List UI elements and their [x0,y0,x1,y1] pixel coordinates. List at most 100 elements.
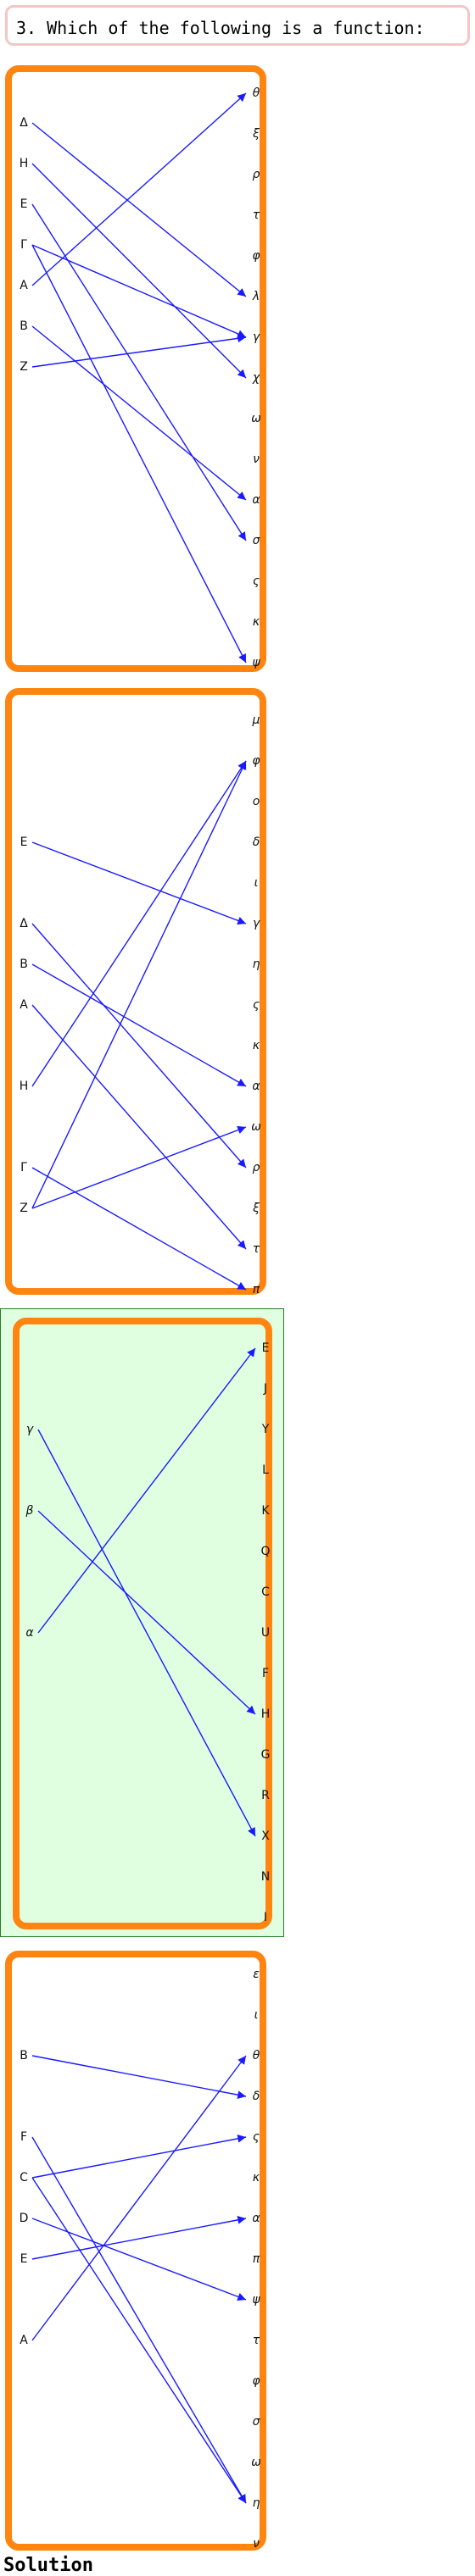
mapping-arrow [31,2055,247,2341]
domain-label: F [20,2130,27,2144]
mapping-arrow [31,841,247,925]
mapping-arrow [31,244,247,663]
domain-label: A [20,279,28,292]
mapping-arrow [31,244,247,338]
codomain-label: ι [254,876,259,890]
codomain-label: I [264,1911,267,1924]
codomain-label: ν [253,452,260,466]
mapping-arrow [31,760,247,1087]
mapping-arrow [31,334,247,368]
codomain-label: H [261,1707,271,1721]
codomain-label: ψ [252,656,260,669]
codomain-label: κ [253,1039,260,1052]
codomain-label: R [261,1789,270,1802]
codomain-label: ω [251,2456,261,2469]
mapping-arrow [31,963,247,1087]
domain-label: A [20,2334,28,2347]
codomain-label: α [252,2212,260,2225]
codomain-label: ξ [252,127,260,141]
codomain-label: ς [253,575,260,588]
codomain-label: ι [254,2008,259,2022]
codomain-label: K [261,1504,270,1518]
mapping-arrow [31,1125,247,1209]
codomain-label: U [261,1626,270,1640]
mapping-arrow [31,325,247,501]
mapping-arrow [31,760,247,1209]
codomain-label: τ [253,2334,260,2347]
domain-label: B [20,2049,28,2062]
codomain-label: χ [252,371,260,385]
domain-label: D [20,2212,29,2225]
domain-label: Δ [20,116,28,130]
domain-label: H [20,1080,29,1093]
domain-label: Δ [20,917,28,930]
question-text: 3. Which of the following is a function: [16,18,425,38]
codomain-label: η [253,2496,260,2510]
mapping-arrow [37,1510,256,1715]
mapping-arrow [31,2136,247,2504]
codomain-label: ω [251,1120,261,1134]
codomain-label: X [261,1829,270,1843]
codomain-label: ξ [252,1202,260,1215]
codomain-label: δ [253,2090,260,2103]
mapping-arrow [31,122,247,297]
mapping-arrow [31,2177,247,2504]
mapping-arrow [31,2055,247,2099]
codomain-label: ο [253,795,260,808]
codomain-label: φ [252,2374,260,2388]
codomain-label: π [253,2252,260,2266]
question-box: 3. Which of the following is a function: [5,5,470,46]
mapping-arrow [31,923,247,1169]
codomain-label: L [262,1463,269,1477]
codomain-label: Q [260,1545,270,1558]
codomain-label: ε [253,1968,260,1981]
domain-label: B [20,319,28,333]
codomain-label: κ [253,615,260,629]
domain-label: E [20,2252,28,2266]
codomain-label: τ [253,1242,260,1256]
codomain-label: α [252,493,260,507]
codomain-label: σ [253,2415,261,2429]
codomain-label: ς [253,998,260,1012]
mapping-arrow [31,2216,247,2260]
codomain-label: α [252,1080,260,1093]
codomain-label: λ [252,290,260,303]
mapping-arrow [31,92,247,286]
codomain-label: μ [252,713,260,727]
domain-label: Z [20,1202,28,1215]
domain-label: Z [20,360,28,374]
codomain-label: θ [253,2049,260,2062]
codomain-label: κ [253,2171,260,2185]
codomain-label: θ [253,86,260,100]
codomain-label: π [253,1283,260,1296]
mapping-arrow [31,203,247,541]
domain-label: γ [26,1423,34,1436]
codomain-label: η [253,958,260,971]
codomain-label: ρ [253,1161,260,1174]
codomain-label: ν [253,2537,260,2551]
codomain-label: ω [251,412,261,425]
codomain-label: γ [253,917,260,930]
codomain-label: δ [253,836,260,849]
codomain-label: γ [253,330,260,344]
codomain-label: J [263,1382,267,1396]
codomain-label: τ [253,208,260,222]
domain-label: β [25,1504,34,1518]
domain-label: B [20,958,28,971]
solution-heading: Solution [3,2555,93,2576]
codomain-label: σ [253,534,261,547]
mapping-arrow [31,1167,247,1291]
codomain-label: N [261,1870,270,1884]
codomain-label: ψ [252,2293,260,2307]
domain-label: C [20,2171,28,2185]
codomain-label: F [262,1667,269,1680]
